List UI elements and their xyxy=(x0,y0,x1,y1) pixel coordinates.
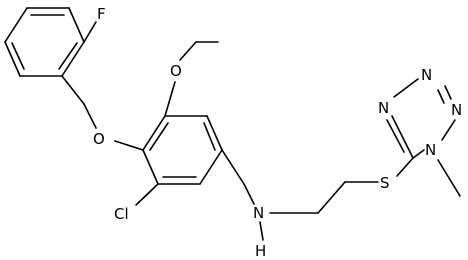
bond xyxy=(206,115,223,151)
atom-sulfur: S xyxy=(380,174,390,192)
bond xyxy=(135,183,159,206)
bond xyxy=(441,119,456,141)
bond xyxy=(4,7,28,43)
atom-tetrazole-n3: N xyxy=(451,101,462,119)
atom-label-layer: F O O Cl N H S N N N N xyxy=(93,5,462,260)
bond xyxy=(391,115,414,159)
bond xyxy=(61,75,85,105)
atom-tetrazole-n1: N xyxy=(378,99,389,117)
bond xyxy=(199,149,223,185)
bond xyxy=(444,85,452,100)
atom-fluorine: F xyxy=(97,5,106,23)
bond xyxy=(114,140,144,151)
bond xyxy=(142,149,159,185)
bond xyxy=(393,78,419,98)
bond xyxy=(11,42,25,70)
bond xyxy=(164,81,176,117)
bond xyxy=(437,89,445,104)
bond xyxy=(61,41,85,77)
bond xyxy=(412,149,425,159)
atom-ether-oxygen: O xyxy=(93,130,105,148)
atom-amine-hydrogen: H xyxy=(255,242,266,260)
atom-tetrazole-n4: N xyxy=(425,141,436,159)
bond xyxy=(386,119,405,153)
bond xyxy=(203,122,216,151)
bond xyxy=(58,42,78,70)
bond xyxy=(83,103,97,129)
bond xyxy=(243,183,255,205)
bond xyxy=(68,7,85,43)
bond xyxy=(396,157,414,177)
atom-methoxy-oxygen: O xyxy=(170,62,182,80)
bond xyxy=(83,21,97,43)
bond xyxy=(437,159,461,197)
bond xyxy=(259,221,264,241)
bond xyxy=(142,115,166,151)
bond xyxy=(4,41,21,77)
atom-chlorine: Cl xyxy=(114,205,129,223)
bond xyxy=(149,122,169,151)
bond xyxy=(317,181,346,214)
bond xyxy=(221,149,245,185)
atom-tetrazole-n2: N xyxy=(421,66,432,84)
bond xyxy=(179,41,197,61)
bond-layer xyxy=(4,7,461,241)
atom-amine-nitrogen: N xyxy=(253,204,264,222)
